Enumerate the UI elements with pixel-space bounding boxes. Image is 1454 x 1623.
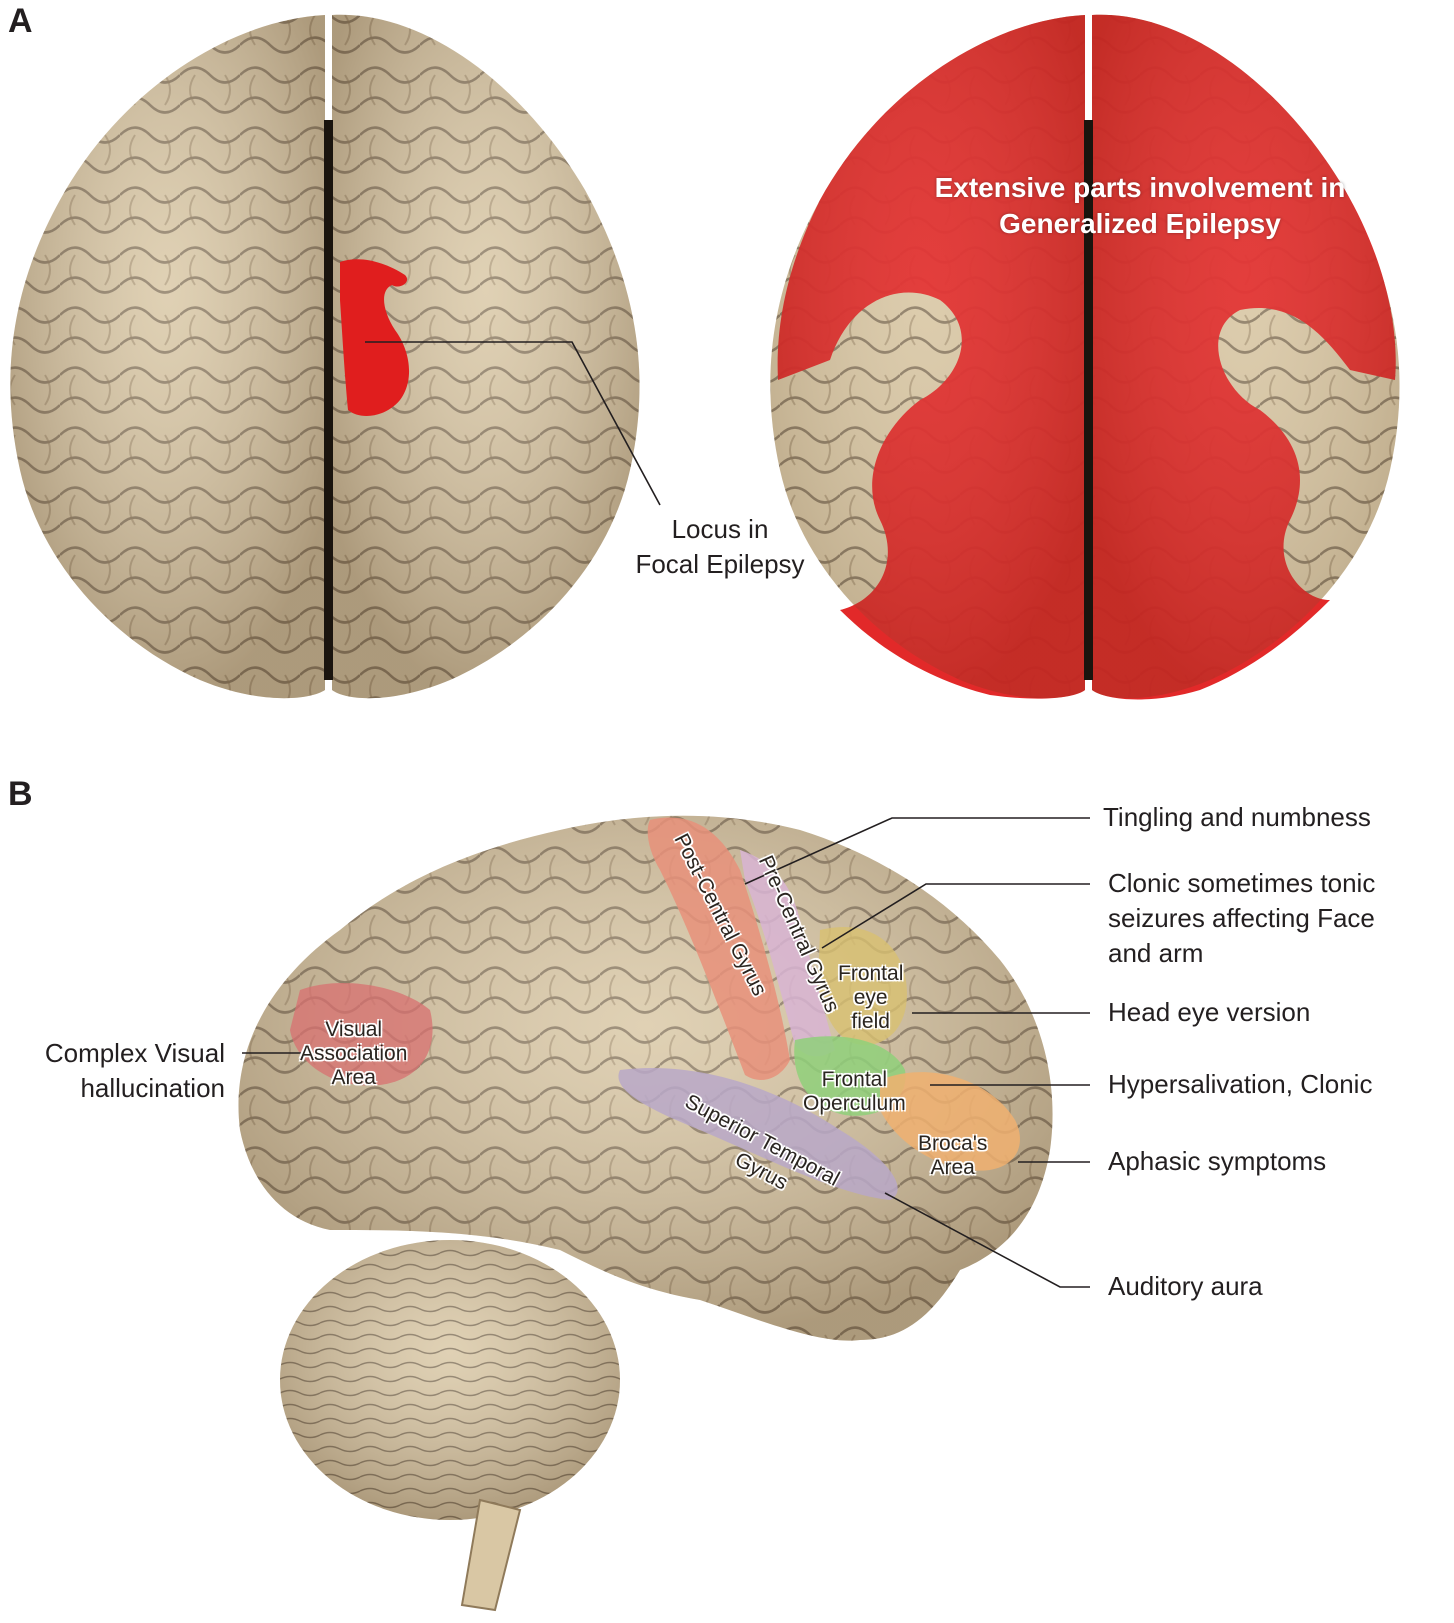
region-post-central-gyrus xyxy=(647,817,790,1080)
generalized-brain-top-view xyxy=(770,14,1400,700)
region-brocas-area xyxy=(880,1072,1020,1171)
region-visual-association-area xyxy=(290,982,433,1086)
lateral-brain-view xyxy=(238,815,1053,1612)
vaa-line-2: Association xyxy=(300,1042,408,1065)
fef-line-3: field xyxy=(851,1010,890,1033)
callout-tingling: Tingling and numbness xyxy=(1103,802,1371,832)
clonic-line-3: and arm xyxy=(1108,938,1204,968)
focal-callout-line-1: Locus in xyxy=(671,514,769,544)
callout-clonic: Clonic sometimes tonic seizures affectin… xyxy=(1108,866,1375,971)
leader-auditory xyxy=(884,1192,1090,1288)
longitudinal-fissure xyxy=(324,120,333,680)
label-visual-association-area: Visual Association Area xyxy=(300,1018,407,1090)
callout-head-eye: Head eye version xyxy=(1108,997,1311,1027)
vaa-line-3: Area xyxy=(331,1066,376,1089)
clonic-line-2: seizures affecting Face xyxy=(1108,903,1375,933)
broca-line-2: Area xyxy=(930,1156,975,1179)
fo-line-2: Operculum xyxy=(803,1092,906,1115)
brainstem xyxy=(460,1498,522,1612)
fo-line-1: Frontal xyxy=(821,1068,888,1091)
panel-b-letter: B xyxy=(8,775,33,813)
leader-clonic xyxy=(821,883,1090,949)
leader-tingling xyxy=(744,817,1090,885)
vaa-line-1: Visual xyxy=(325,1018,383,1041)
generalized-epilepsy-title: Extensive parts involvement in Generaliz… xyxy=(880,170,1400,242)
region-frontal-operculum xyxy=(794,1036,906,1116)
label-brocas-area: Broca's Area xyxy=(918,1132,987,1180)
visual-line-1: Complex Visual xyxy=(44,1038,225,1068)
callout-hypersalivation: Hypersalivation, Clonic xyxy=(1108,1069,1373,1099)
region-pre-central-gyrus xyxy=(740,850,835,1057)
focal-brain-top-view xyxy=(10,14,661,699)
region-frontal-eye-field xyxy=(818,927,907,1046)
visual-line-2: hallucination xyxy=(80,1073,225,1103)
panel-b-leader-lines xyxy=(242,817,1090,1288)
generalized-title-line-1: Extensive parts involvement in xyxy=(934,172,1346,203)
callout-visual: Complex Visual hallucination xyxy=(10,1036,225,1106)
panel-a-letter: A xyxy=(8,2,33,40)
focal-locus-red xyxy=(340,259,410,416)
callout-aphasic: Aphasic symptoms xyxy=(1108,1146,1327,1176)
callout-auditory: Auditory aura xyxy=(1108,1271,1263,1301)
generalized-title-line-2: Generalized Epilepsy xyxy=(999,208,1281,239)
focal-epilepsy-callout: Locus in Focal Epilepsy xyxy=(600,512,840,582)
clonic-line-1: Clonic sometimes tonic xyxy=(1108,868,1376,898)
region-superior-temporal-gyrus xyxy=(618,1068,898,1200)
focal-callout-line-2: Focal Epilepsy xyxy=(635,549,805,579)
fef-line-1: Frontal xyxy=(838,962,904,985)
label-frontal-operculum: Frontal Operculum xyxy=(803,1068,906,1116)
broca-line-1: Broca's xyxy=(918,1132,988,1155)
fef-line-2: eye xyxy=(853,986,888,1009)
label-frontal-eye-field: Frontal eye field xyxy=(838,962,903,1034)
focal-leader-line xyxy=(365,341,661,506)
